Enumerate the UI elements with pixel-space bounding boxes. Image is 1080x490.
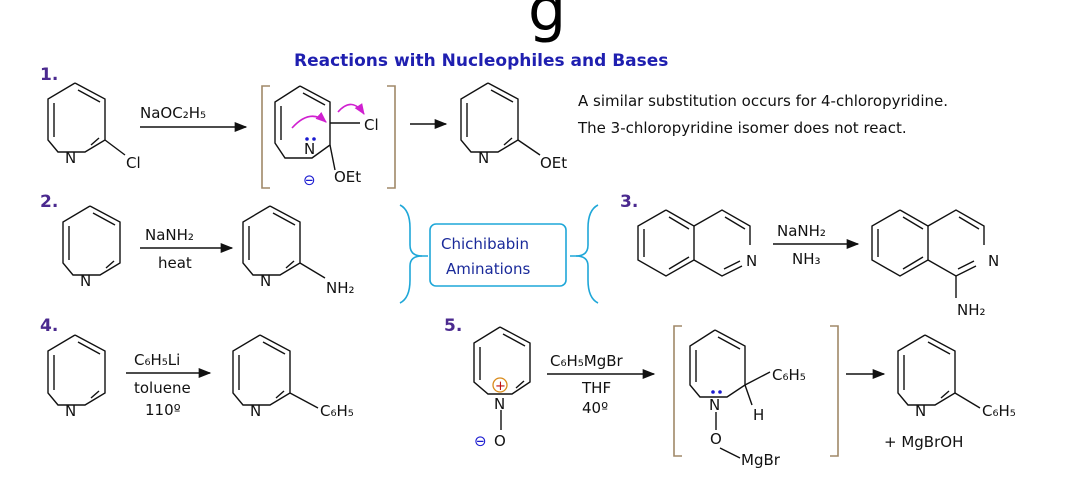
reaction-4-reactant-pyridine: N <box>47 334 106 420</box>
reaction-5-reagent: C₆H₅MgBr <box>550 352 624 370</box>
reaction-2-reactant-pyridine: N <box>62 205 121 290</box>
atom-o: O <box>710 430 722 448</box>
atom-n: N <box>478 149 489 167</box>
reaction-5-condition-2: 40º <box>582 399 608 417</box>
atom-h: H <box>753 406 764 424</box>
reaction-4-reagent: C₆H₅Li <box>134 351 180 369</box>
negative-charge: ⊖ <box>303 171 316 189</box>
atom-cl: Cl <box>364 116 379 134</box>
heading-fragment: g <box>528 0 566 45</box>
positive-charge: + <box>495 379 506 394</box>
atom-oet: OEt <box>334 168 361 186</box>
reaction-2-number: 2. <box>40 192 58 212</box>
atom-cl: Cl <box>126 154 141 172</box>
reaction-5-byproduct: + MgBrOH <box>884 433 963 451</box>
electron-push-arrow <box>337 103 365 115</box>
negative-charge: ⊖ <box>474 432 487 450</box>
reaction-1-product-2-ethoxypyridine: N OEt <box>460 82 567 172</box>
atom-c6h5: C₆H₅ <box>320 402 354 420</box>
reaction-2-condition: heat <box>158 254 192 272</box>
atom-n: N <box>65 402 76 420</box>
reaction-4-condition-2: 110º <box>145 401 181 419</box>
atom-n: N <box>260 272 271 290</box>
reaction-5-reactant-pyridine-n-oxide: N O + ⊖ <box>473 326 531 450</box>
chichibabin-braces: Chichibabin Aminations <box>399 204 599 304</box>
atom-mgbr: MgBr <box>741 451 781 469</box>
atom-n: N <box>65 149 76 167</box>
atom-oet: OEt <box>540 154 567 172</box>
reaction-1-reactant-2-chloropyridine: N Cl <box>47 82 141 172</box>
atom-c6h5: C₆H₅ <box>772 366 806 384</box>
reaction-1-reagent: NaOC₂H₅ <box>140 104 206 122</box>
reaction-3-reactant-isoquinoline: N <box>637 209 757 277</box>
atom-n: N <box>80 272 91 290</box>
chichibabin-label-line-1: Chichibabin <box>441 235 529 253</box>
lone-pair-dot <box>305 137 309 141</box>
lone-pair-dot <box>312 137 316 141</box>
atom-c6h5: C₆H₅ <box>982 402 1016 420</box>
reaction-3-product-1-aminoisoquinoline: N NH₂ <box>871 209 999 319</box>
reaction-1-note-line-1: A similar substitution occurs for 4-chlo… <box>578 92 948 110</box>
atom-n: N <box>304 140 315 158</box>
atom-nh2: NH₂ <box>957 301 986 319</box>
reaction-4-condition-1: toluene <box>134 379 191 397</box>
atom-o: O <box>494 432 506 450</box>
lone-pair-dot <box>711 390 715 394</box>
reaction-2-product-2-aminopyridine: N NH₂ <box>242 205 355 297</box>
reaction-3-reagent: NaNH₂ <box>777 222 826 240</box>
reaction-5-intermediate: N C₆H₅ H O MgBr <box>673 325 839 469</box>
atom-n: N <box>915 402 926 420</box>
atom-n: N <box>988 252 999 270</box>
reaction-1-intermediate: N Cl OEt ⊖ <box>261 85 396 189</box>
reaction-1-note-line-2: The 3-chloropyridine isomer does not rea… <box>577 119 907 137</box>
reaction-1-number: 1. <box>40 65 58 85</box>
chichibabin-box <box>429 223 567 287</box>
chichibabin-label-line-2: Aminations <box>446 260 530 278</box>
reaction-3-number: 3. <box>620 192 638 212</box>
scheme-title: Reactions with Nucleophiles and Bases <box>294 51 668 71</box>
positive-charge-circle <box>492 377 508 393</box>
electron-push-arrow <box>291 111 327 129</box>
reaction-5-condition-1: THF <box>581 379 611 397</box>
reaction-4-number: 4. <box>40 316 58 336</box>
atom-n: N <box>250 402 261 420</box>
reaction-5-number: 5. <box>444 316 462 336</box>
lone-pair-dot <box>718 390 722 394</box>
reaction-5-product-2-phenylpyridine: N C₆H₅ <box>897 334 1016 420</box>
reaction-3-condition: NH₃ <box>792 250 821 268</box>
atom-n: N <box>709 396 720 414</box>
atom-nh2: NH₂ <box>326 279 355 297</box>
atom-n: N <box>494 395 505 413</box>
reaction-2-reagent: NaNH₂ <box>145 226 194 244</box>
reaction-4-product-2-phenylpyridine: N C₆H₅ <box>232 334 354 420</box>
atom-n: N <box>746 252 757 270</box>
